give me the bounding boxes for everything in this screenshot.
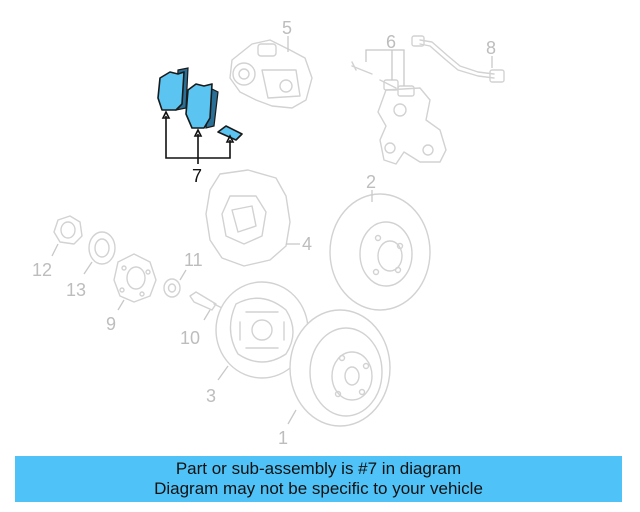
callout-9: 9	[106, 314, 116, 334]
callout-13: 13	[66, 280, 86, 300]
callout-8: 8	[486, 38, 496, 58]
banner-line-part: Part or sub-assembly is #7 in diagram	[175, 459, 462, 478]
part-9-wheel-hub[interactable]	[113, 253, 157, 303]
callout-5: 5	[282, 18, 292, 38]
part-11-washer[interactable]	[163, 278, 181, 298]
callout-11: 11	[184, 250, 203, 270]
callout-4: 4	[302, 234, 312, 254]
callout-7: 7	[192, 166, 202, 186]
callout-6: 6	[386, 32, 396, 52]
part-12-hub-nut[interactable]	[53, 215, 83, 245]
part-7-brake-pads[interactable]	[157, 67, 243, 141]
part-4-dust-shield[interactable]	[205, 169, 291, 267]
part-8-brake-hose[interactable]	[411, 35, 505, 83]
part-2-brake-rotor[interactable]	[329, 193, 431, 311]
part-1-brake-drum[interactable]	[289, 309, 391, 427]
part-3-backing-plate[interactable]	[215, 281, 309, 379]
callout-3: 3	[206, 386, 216, 406]
part-5-caliper[interactable]	[229, 39, 313, 109]
part-info-banner: Part or sub-assembly is #7 in diagram Di…	[15, 456, 622, 502]
callout-10: 10	[180, 328, 200, 348]
banner-line-disclaimer: Diagram may not be specific to your vehi…	[154, 479, 483, 498]
callout-12: 12	[32, 260, 52, 280]
part-6-caliper-bracket[interactable]	[351, 61, 447, 165]
callout-1: 1	[278, 428, 288, 448]
part-13-wheel-bearing[interactable]	[88, 231, 116, 265]
callout-2: 2	[366, 172, 376, 192]
